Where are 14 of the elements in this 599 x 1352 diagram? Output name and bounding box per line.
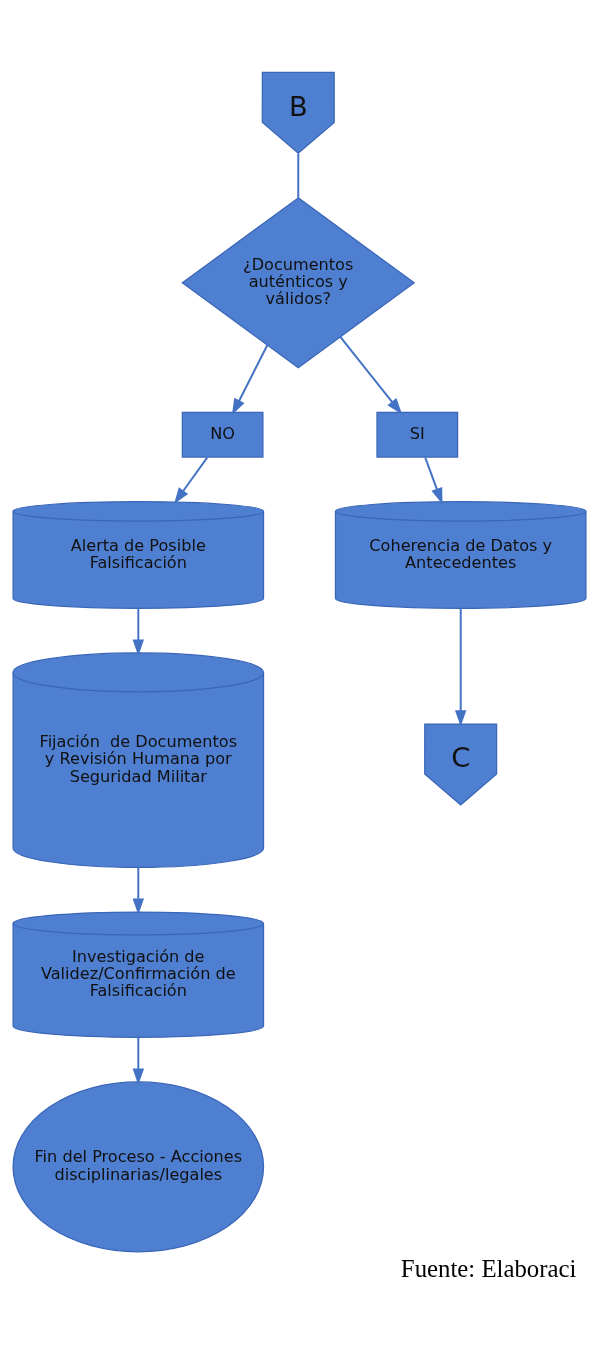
- node-diamond: ¿Documentos auténticos y válidos?: [181, 196, 416, 368]
- node-box: NO: [181, 411, 264, 458]
- arrow: [132, 866, 145, 915]
- node-ellipse: Fin del Proceso - Acciones disciplinarias/legales: [12, 1080, 265, 1252]
- arrow: [174, 456, 209, 504]
- arrow: [424, 456, 443, 504]
- connector: [297, 152, 300, 199]
- arrow: [454, 606, 467, 726]
- arrow: [132, 606, 145, 656]
- arrow: [231, 343, 269, 415]
- node-box: SI: [376, 411, 459, 458]
- arrow: [132, 1036, 145, 1085]
- arrow: [339, 335, 403, 414]
- caption: Fuente: Elaboraci: [400, 1254, 577, 1282]
